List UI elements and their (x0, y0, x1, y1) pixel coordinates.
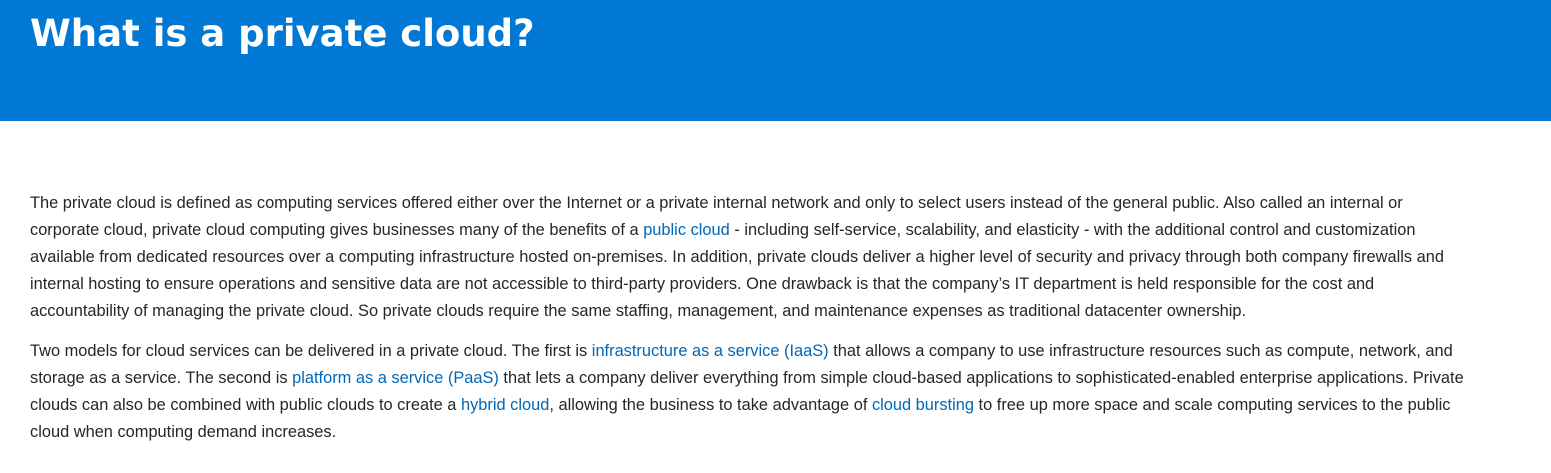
article-body: The private cloud is defined as computin… (30, 190, 1470, 459)
paragraph-text: that lets a company deliver everything f… (30, 369, 1464, 414)
paragraph-text: The private cloud is defined as computin… (30, 194, 1403, 239)
paragraph-text: to free up more space and scale computin… (30, 396, 1451, 441)
hybrid-cloud-link[interactable]: hybrid cloud (460, 396, 550, 414)
paragraph-text: , allowing the business to take advantag… (549, 396, 872, 414)
cloud-bursting-link[interactable]: cloud bursting (871, 396, 974, 414)
page-title: What is a private cloud? (30, 12, 535, 55)
iaas-link[interactable]: infrastructure as a service (IaaS) (591, 342, 829, 360)
paragraph-text: that allows a company to use infrastruct… (30, 342, 1453, 387)
page-header-banner: What is a private cloud? (0, 0, 1551, 121)
public-cloud-link[interactable]: public cloud (643, 221, 730, 239)
paragraph-private-cloud-definition: The private cloud is defined as computin… (30, 190, 1470, 325)
paas-link[interactable]: platform as a service (PaaS) (292, 369, 499, 387)
paragraph-text: - including self-service, scalability, a… (30, 221, 1444, 320)
paragraph-cloud-service-models: Two models for cloud services can be del… (30, 338, 1470, 446)
paragraph-text: Two models for cloud services can be del… (30, 342, 592, 360)
